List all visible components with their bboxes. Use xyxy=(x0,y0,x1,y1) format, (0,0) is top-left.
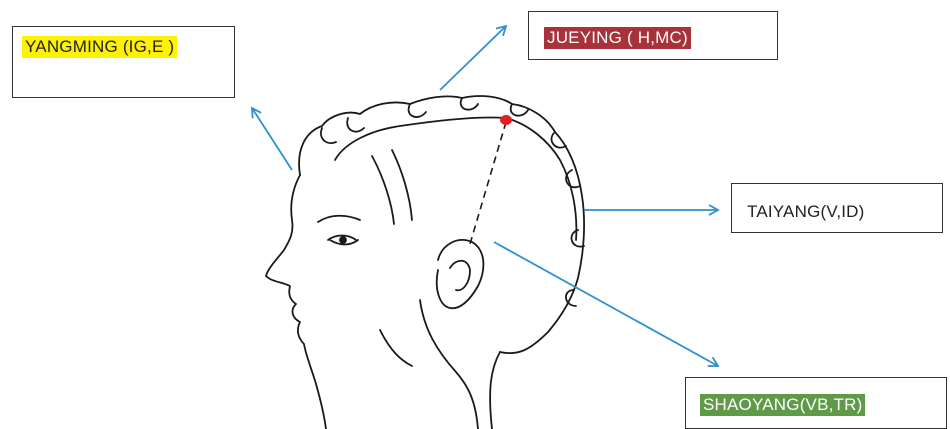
vertex-line xyxy=(470,122,506,244)
arrow-jueying xyxy=(440,26,506,90)
shaoyang-label: SHAOYANG(VB,TR) xyxy=(700,394,865,416)
yangming-label: YANGMING (IG,E ) xyxy=(22,36,177,58)
taiyang-label: TAIYANG(V,ID) xyxy=(744,201,868,223)
jueying-label: JUEYING ( H,MC) xyxy=(544,27,691,49)
arrow-yangming xyxy=(252,108,292,170)
head-outline xyxy=(266,96,584,429)
vertex-point xyxy=(500,115,512,125)
arrow-shaoyang xyxy=(494,242,718,366)
